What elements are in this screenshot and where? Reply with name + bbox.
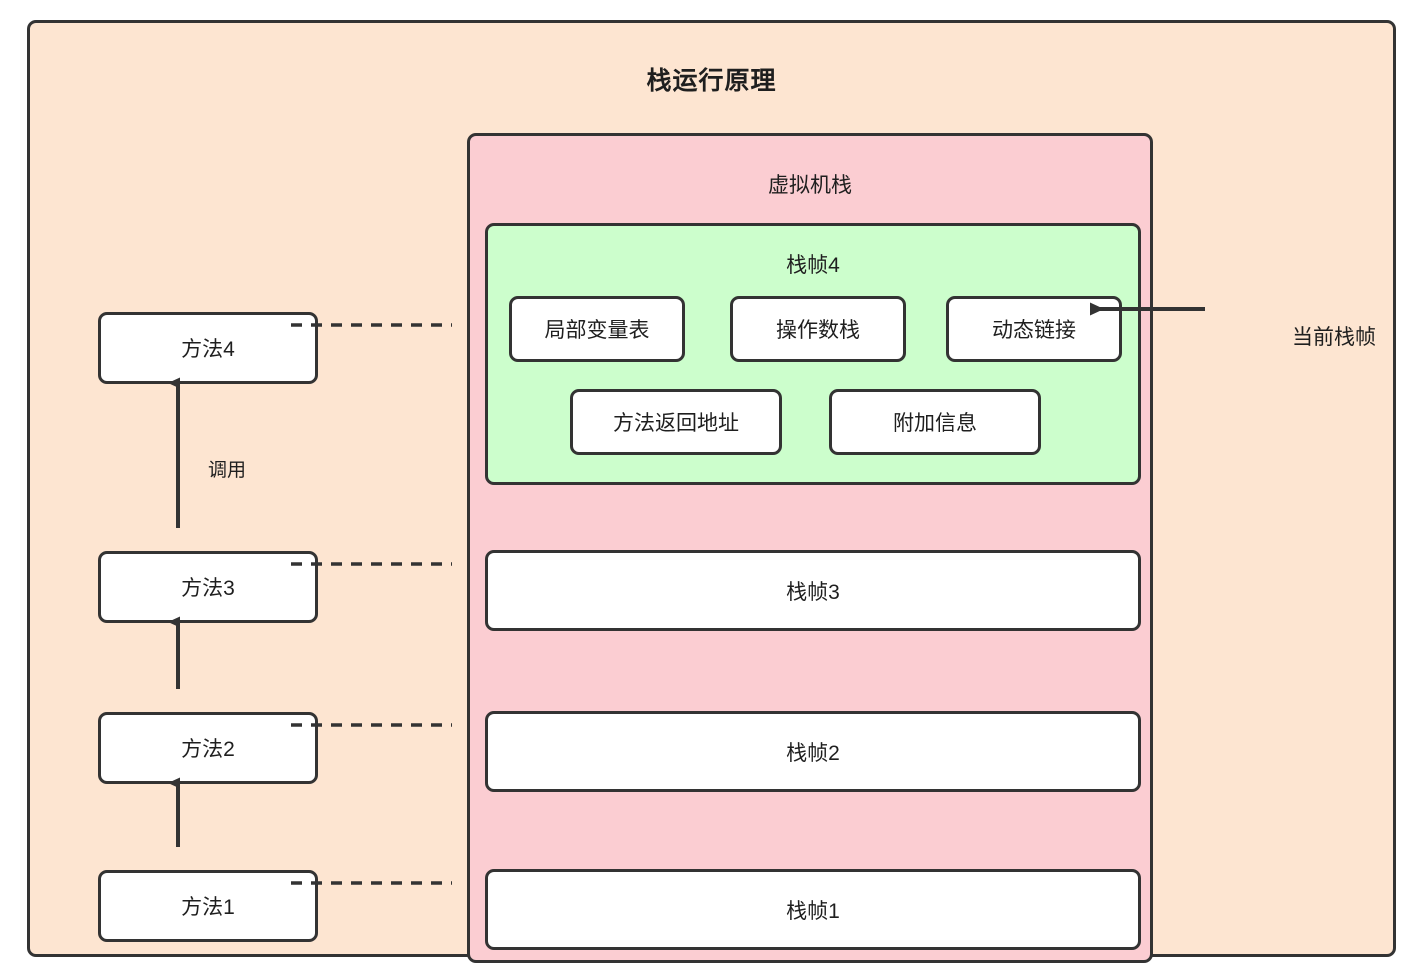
stack-frame-1[interactable]: 栈帧1: [485, 869, 1141, 950]
current-stack-frame: 栈帧4 局部变量表 操作数栈 动态链接 方法返回地址 附加信息: [485, 223, 1141, 485]
vm-stack-container: 虚拟机栈 栈帧4 局部变量表 操作数栈 动态链接 方法返回地址 附加信息: [467, 133, 1153, 963]
method-box-1[interactable]: 方法1: [98, 870, 318, 942]
method-box-3-label: 方法3: [181, 577, 235, 600]
vm-stack-title: 虚拟机栈: [768, 174, 852, 197]
method-box-3[interactable]: 方法3: [98, 551, 318, 623]
stack-frame-1-label: 栈帧1: [786, 899, 840, 923]
method-box-4-label: 方法4: [181, 338, 235, 361]
call-arrow-label: 调用: [208, 460, 247, 481]
frame-slot-additional-info-label: 附加信息: [893, 412, 977, 435]
stack-frame-3-label: 栈帧3: [786, 580, 840, 604]
frame-slot-local-variable-table[interactable]: 局部变量表: [509, 296, 685, 362]
frame-slot-operand-stack-label: 操作数栈: [776, 319, 860, 342]
frame-slot-local-variable-table-label: 局部变量表: [544, 319, 650, 342]
stack-frame-2[interactable]: 栈帧2: [485, 711, 1141, 792]
page-title: 栈运行原理: [646, 67, 777, 95]
frame-slot-method-return-address[interactable]: 方法返回地址: [570, 389, 782, 455]
current-frame-pointer-label: 当前栈帧: [1292, 326, 1376, 349]
method-box-2[interactable]: 方法2: [98, 712, 318, 784]
method-box-1-label: 方法1: [181, 896, 235, 919]
frame-slot-dynamic-linking-label: 动态链接: [992, 319, 1076, 342]
method-box-4[interactable]: 方法4: [98, 312, 318, 384]
outer-container: 栈运行原理 方法4 方法3 方法2 方法1 调用 虚拟机栈 栈帧4 局部变量表: [27, 20, 1396, 963]
frame-slot-method-return-address-label: 方法返回地址: [613, 412, 739, 435]
frame-slot-additional-info[interactable]: 附加信息: [829, 389, 1041, 455]
stack-frame-3[interactable]: 栈帧3: [485, 550, 1141, 631]
method-box-2-label: 方法2: [181, 738, 235, 761]
frame-slot-operand-stack[interactable]: 操作数栈: [730, 296, 906, 362]
stack-frame-2-label: 栈帧2: [786, 741, 840, 765]
frame-slot-dynamic-linking[interactable]: 动态链接: [946, 296, 1122, 362]
current-stack-frame-title: 栈帧4: [786, 254, 840, 277]
